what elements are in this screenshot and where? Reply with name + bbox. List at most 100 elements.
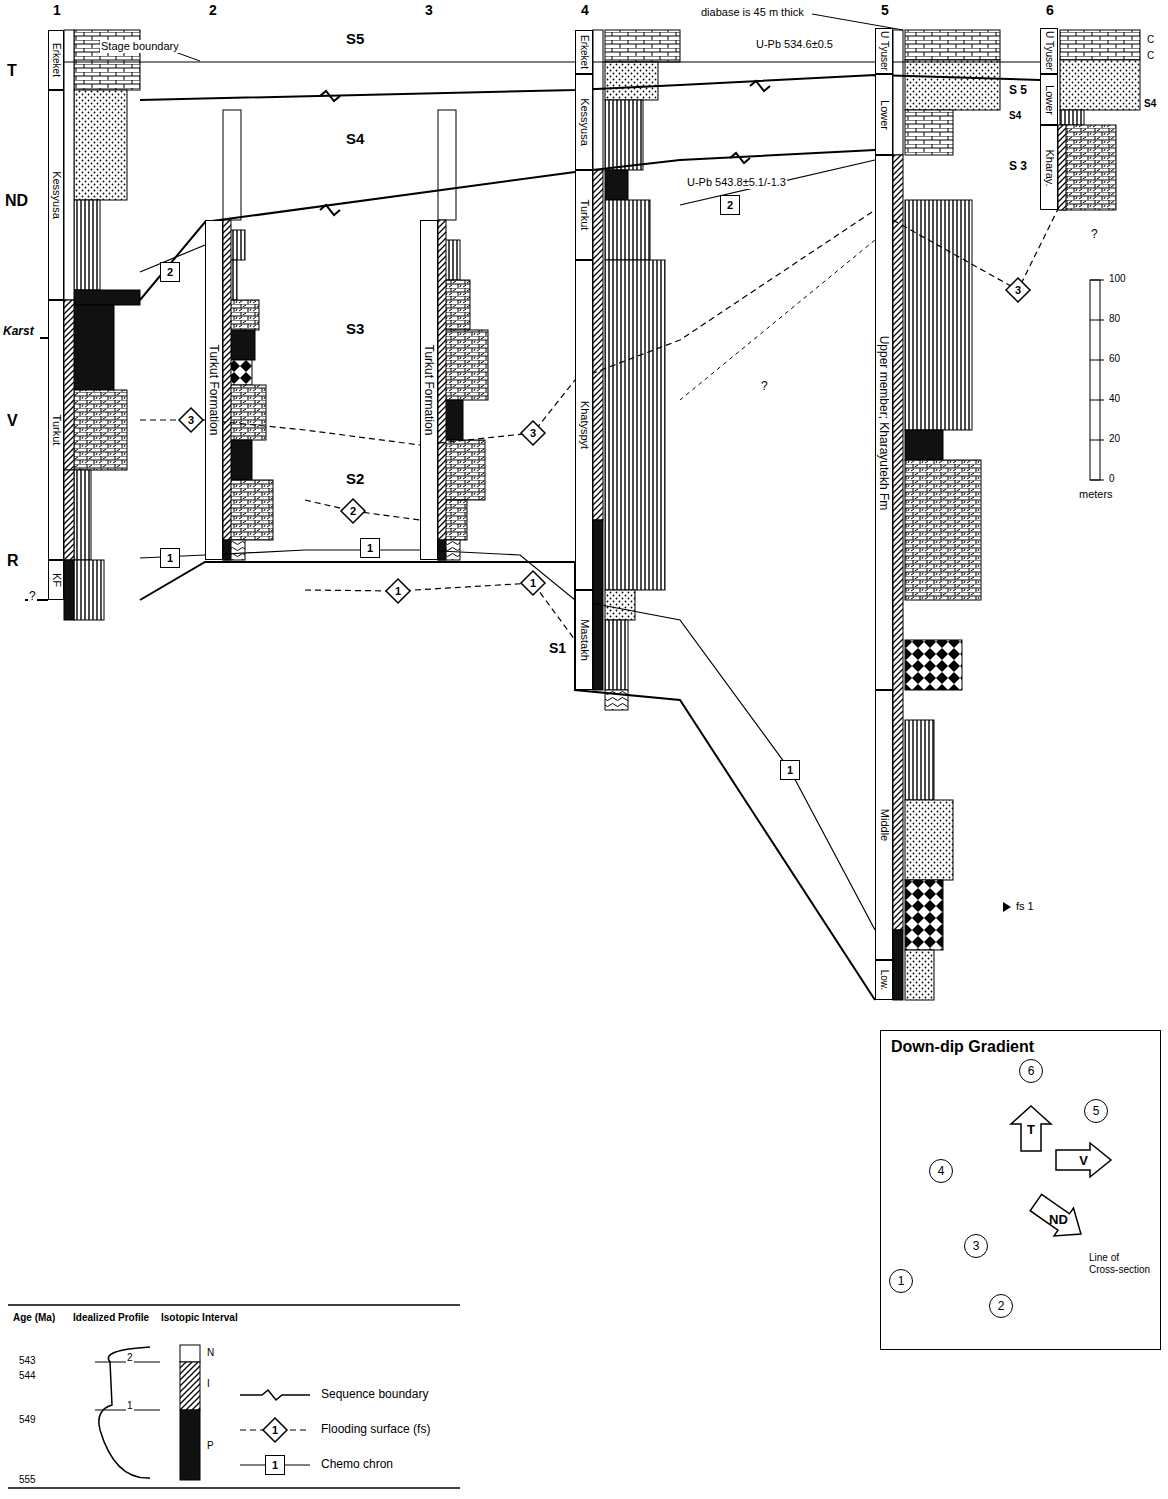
fs-triangle <box>1003 902 1011 912</box>
legend-text: Flooding surface (fs) <box>320 1423 431 1437</box>
lithology-bed <box>605 620 628 690</box>
text-label: 2 <box>208 2 218 18</box>
node-label: 3 <box>530 428 536 439</box>
outline-shape <box>179 408 203 432</box>
gradient-arrow: T <box>1011 1106 1051 1151</box>
text-label: 543 <box>18 1355 37 1367</box>
scale-tick <box>1090 440 1104 441</box>
outline-shape <box>1011 1106 1051 1151</box>
formation-band: U Tyuser <box>875 28 893 74</box>
correlation-line <box>140 562 875 1000</box>
text-label: fs 1 <box>1015 900 1035 913</box>
inset-heading: Down-dip Gradient <box>881 1031 1160 1063</box>
node-label: 1 <box>167 553 173 564</box>
lithology-bed <box>905 200 972 430</box>
node-label: 3 <box>973 1240 980 1252</box>
section-circle: 2 <box>989 1294 1013 1318</box>
text-label: 40 <box>1108 393 1121 405</box>
chemo-chron-box: 1 <box>160 548 180 568</box>
lithology-bed <box>605 62 658 100</box>
lithology-bed <box>223 540 245 560</box>
isotope-strip <box>893 30 903 155</box>
text-label: S5 <box>345 30 365 47</box>
node-label: Kharay. <box>1044 149 1055 186</box>
correlation-line <box>140 205 1060 445</box>
text-label: R <box>6 552 20 570</box>
text-label: ? <box>28 590 37 604</box>
chemo-chron-box: 2 <box>160 262 180 282</box>
node-label: Lower <box>1044 85 1055 115</box>
chemo-chron-box: 1 <box>360 538 380 558</box>
outline-shape <box>521 571 545 595</box>
scale-tick <box>1090 280 1104 281</box>
lithology-bed <box>905 880 943 950</box>
lithology-bed <box>905 110 953 155</box>
outline-shape <box>1006 278 1030 302</box>
text-label: Age (Ma) <box>12 1312 56 1324</box>
isotope-strip <box>64 30 74 300</box>
node-label: Erkeket <box>579 35 589 69</box>
flooding-surface-diamond: 3 <box>178 407 204 433</box>
text-label: 549 <box>18 1414 37 1426</box>
text-label: Idealized Profile <box>72 1312 150 1324</box>
node-label: 4 <box>938 1165 945 1177</box>
isotope-strip <box>64 300 74 470</box>
text-label: 1 <box>52 2 62 18</box>
section-circle: 3 <box>964 1234 988 1258</box>
isotope-strip <box>893 930 903 1000</box>
text-label: C <box>1146 50 1155 62</box>
formation-band: Kessyusa <box>48 90 64 300</box>
lithology-bed <box>605 590 635 620</box>
node-label: 2 <box>727 200 733 211</box>
node-label: KF <box>51 573 62 587</box>
text-label: 3 <box>424 2 434 18</box>
lithology-bed <box>605 30 680 62</box>
node-label: Turkut <box>579 200 590 231</box>
text-label: S3 <box>345 320 365 337</box>
lithology-bed <box>905 30 1000 60</box>
legend-sample <box>240 1390 310 1400</box>
isotope-strip <box>223 540 231 560</box>
text-label: S4 <box>345 130 365 147</box>
section-circle: 4 <box>929 1159 953 1183</box>
formation-band: Low. <box>875 960 893 1000</box>
lithology-bed <box>605 260 665 590</box>
node-label: Khatyspyt <box>579 401 590 449</box>
text-label: S2 <box>345 470 365 487</box>
node-label: Kessyusa <box>579 98 590 146</box>
node-label: 1 <box>530 578 536 589</box>
text-label: 4 <box>580 2 590 18</box>
isotope-strip <box>438 540 446 560</box>
node-label: 2 <box>998 1300 1005 1312</box>
lithology-bed <box>74 290 140 305</box>
text-label: ? <box>760 380 769 394</box>
correlation-line <box>140 150 875 300</box>
node-label: 3 <box>1015 285 1021 296</box>
text-label: 544 <box>18 1370 37 1382</box>
node-label: Middle <box>879 809 890 841</box>
isotope-profile <box>99 1347 150 1478</box>
lithology-bed <box>905 800 953 880</box>
node-label: Erkeket <box>51 43 61 77</box>
lithology-bed <box>74 470 91 560</box>
section-circle: 1 <box>889 1269 913 1293</box>
isotope-strip <box>438 220 446 540</box>
outline-shape <box>386 579 410 603</box>
lithology-bed <box>1060 110 1084 125</box>
scale-tick <box>1090 480 1104 481</box>
text-label: S4 <box>1008 110 1022 122</box>
formation-band: Kessyusa <box>575 74 593 170</box>
lithology-bed <box>74 30 140 90</box>
lithology-bed <box>905 460 981 600</box>
text-label: 5 <box>880 2 890 18</box>
node-label: Kessyusa <box>51 171 62 219</box>
text-label: S 3 <box>1008 160 1028 174</box>
gradient-arrow: ND <box>1031 1196 1086 1241</box>
node-label: 1 <box>898 1275 905 1287</box>
formation-band: Upper member; Kharayutekh Fm <box>875 155 893 690</box>
node-label: 2 <box>350 506 356 517</box>
inset-map-box: Down-dip Gradient123456TVND <box>880 1030 1161 1350</box>
formation-band: Middle <box>875 690 893 960</box>
isotope-strip <box>64 560 74 620</box>
node-label: T <box>1027 1122 1035 1135</box>
